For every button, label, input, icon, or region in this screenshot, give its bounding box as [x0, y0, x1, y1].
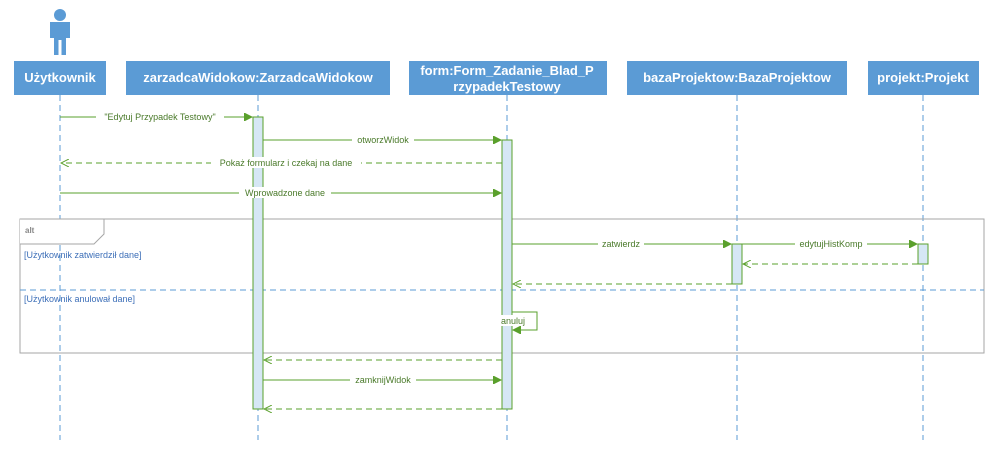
participant-form: form:Form_Zadanie_Blad_P rzypadekTestowy	[409, 61, 607, 95]
participant-headers: Użytkownik zarzadcaWidokow:ZarzadcaWidok…	[14, 61, 979, 95]
activation-manager	[252, 116, 264, 410]
participant-manager: zarzadcaWidokow:ZarzadcaWidokow	[126, 61, 390, 95]
activation-project	[917, 243, 929, 265]
participant-project: projekt:Projekt	[868, 61, 979, 95]
participant-project-label: projekt:Projekt	[877, 70, 969, 85]
message-anuluj	[512, 311, 538, 330]
message-labels: "Edytuj Przypadek Testowy" otworzWidok P…	[96, 111, 867, 385]
participant-user: Użytkownik	[14, 61, 106, 95]
alt-guard-1: [Użytkownik zatwierdził dane]	[24, 250, 142, 260]
label-zamknij-widok: zamknijWidok	[355, 375, 411, 385]
label-edytuj-hist-komp: edytujHistKomp	[799, 239, 862, 249]
participant-form-label-line1: form:Form_Zadanie_Blad_P	[420, 63, 594, 78]
participant-manager-label: zarzadcaWidokow:ZarzadcaWidokow	[143, 70, 373, 85]
person-icon	[50, 9, 70, 55]
lifelines	[59, 95, 924, 440]
participant-db: bazaProjektow:BazaProjektow	[627, 61, 847, 95]
participant-user-label: Użytkownik	[24, 70, 96, 85]
activation-bars	[252, 116, 929, 410]
activation-db	[731, 243, 743, 285]
label-wprowadzone-dane: Wprowadzone dane	[245, 188, 325, 198]
participant-db-label: bazaProjektow:BazaProjektow	[643, 70, 832, 85]
alt-operator-label: alt	[25, 226, 35, 235]
messages	[60, 117, 918, 409]
label-otworz-widok: otworzWidok	[357, 135, 409, 145]
label-zatwierdz: zatwierdz	[602, 239, 641, 249]
alt-guard-2: [Użytkownik anulował dane]	[24, 294, 135, 304]
participant-form-label-line2: rzypadekTestowy	[453, 79, 561, 94]
activation-form	[501, 139, 513, 410]
label-edytuj: "Edytuj Przypadek Testowy"	[104, 112, 215, 122]
label-pokaz-formularz: Pokaż formularz i czekaj na dane	[220, 158, 353, 168]
label-anuluj: anuluj	[501, 316, 525, 326]
